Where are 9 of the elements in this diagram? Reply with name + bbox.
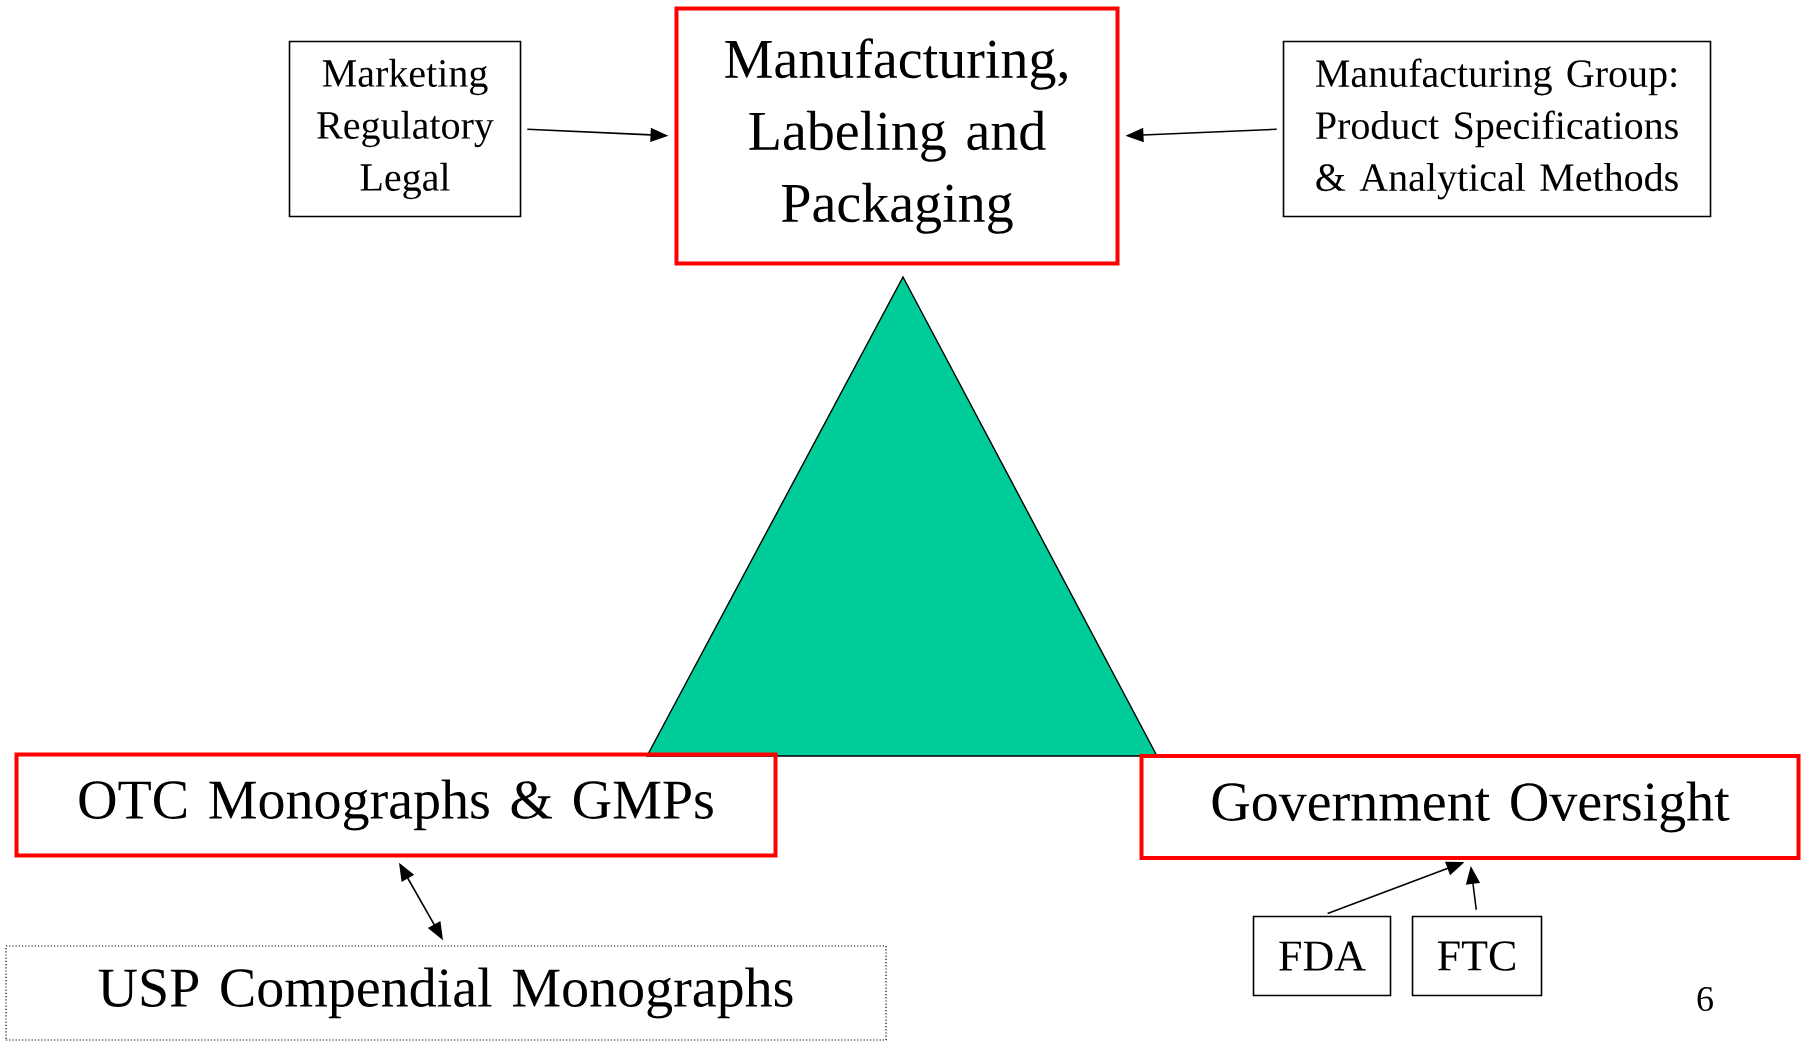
info-box: Manufacturing Group: Product Specifications & Analytical Methods — [1282, 40, 1712, 218]
dotted-box: USP Compendial Monographs — [5, 945, 887, 1041]
agency-box: FTC — [1411, 915, 1543, 997]
main-box: Manufacturing, Labeling and Packaging — [674, 6, 1120, 266]
agency-box: FDA — [1252, 915, 1392, 997]
page-number: 6 — [1697, 986, 1713, 1012]
info-box: Marketing Regulatory Legal — [288, 40, 522, 218]
main-box: OTC Monographs & GMPs — [14, 752, 778, 858]
main-box: Government Oversight — [1139, 754, 1801, 860]
